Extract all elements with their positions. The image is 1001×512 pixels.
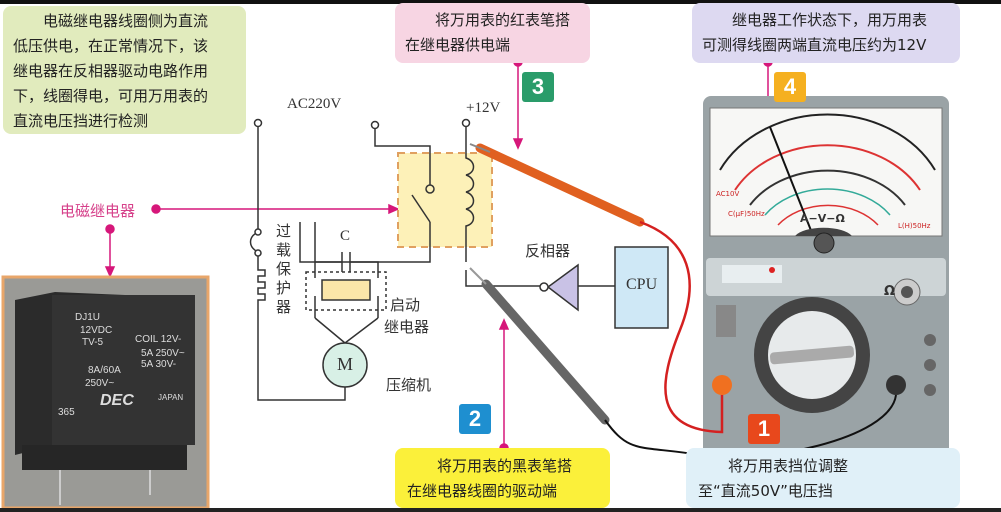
motor-symbol — [322, 342, 368, 388]
step3-note: 将万用表的红表笔搭 在继电器供电端 — [395, 3, 590, 63]
svg-text:DEC: DEC — [100, 392, 134, 409]
inverter-symbol — [546, 263, 579, 312]
svg-text:365: 365 — [58, 407, 75, 418]
motor-symbol-label: M — [337, 354, 354, 374]
start-relay-label-2: 继电器 — [384, 318, 430, 336]
step-badge-4: 4 — [774, 72, 806, 102]
note-line: 继电器工作状态下，用万用表 — [732, 11, 928, 29]
start-relay-dashed-box — [305, 271, 387, 311]
relay-symbol-box — [397, 152, 493, 248]
note-line: 电磁继电器线圈侧为直流 — [43, 12, 209, 30]
compressor-label: 压缩机 — [386, 376, 432, 394]
step4-note: 继电器工作状态下，用万用表 可测得线圈两端直流电压约为12V — [692, 3, 960, 63]
circuit-wires — [249, 118, 615, 401]
start-relay-element — [321, 279, 371, 301]
ac220v-label: AC220V — [287, 96, 342, 112]
note-line: 可测得线圈两端直流电压约为12V — [702, 36, 927, 54]
note-line: 继电器在反相器驱动电路作用 — [13, 62, 209, 80]
step-badge-2: 2 — [459, 404, 491, 434]
svg-text:5A 250V~: 5A 250V~ — [141, 348, 185, 359]
step-badge-1: 1 — [748, 414, 780, 444]
meter-ind-label: L(H)50Hz — [898, 222, 931, 230]
svg-text:TV-5: TV-5 — [82, 337, 104, 348]
note-line: 在继电器供电端 — [405, 36, 511, 54]
top-border — [0, 0, 1001, 4]
note-line: 至“直流50V”电压挡 — [698, 482, 833, 500]
svg-text:8A/60A: 8A/60A — [88, 365, 121, 376]
note-line: 将万用表的黑表笔搭 — [437, 457, 573, 475]
dc12v-label: +12V — [466, 100, 501, 116]
svg-text:JAPAN: JAPAN — [158, 393, 183, 402]
svg-text:DJ1U: DJ1U — [75, 312, 100, 323]
ohm-adjust-label: Ω — [884, 284, 896, 299]
note-line: 低压供电，在正常情况下，该 — [13, 37, 209, 55]
relay-label: 电磁继电器 — [60, 202, 136, 220]
red-probe — [469, 143, 724, 434]
note-line: 将万用表挡位调整 — [728, 457, 849, 475]
note-line: 将万用表的红表笔搭 — [435, 11, 571, 29]
step2-note: 将万用表的黑表笔搭 在继电器线圈的驱动端 — [395, 448, 610, 508]
meter-cap-label: C(μF)50Hz — [728, 210, 765, 218]
relay-description-note: 电磁继电器线圈侧为直流 低压供电，在正常情况下，该 继电器在反相器驱动电路作用 … — [3, 6, 246, 134]
meter-scale-label: A−V−Ω — [800, 212, 845, 225]
svg-text:12VDC: 12VDC — [80, 325, 112, 336]
start-relay-label-1: 启动 — [390, 296, 421, 314]
overload-protector-label: 过载保护器 — [276, 222, 292, 316]
cpu-label: CPU — [626, 276, 658, 293]
inverter-label: 反相器 — [525, 242, 571, 260]
note-line: 直流电压挡进行检测 — [13, 112, 149, 130]
step-badge-3: 3 — [522, 72, 554, 102]
meter-needle — [769, 126, 813, 234]
note-line: 在继电器线圈的驱动端 — [407, 482, 558, 500]
svg-text:5A 30V-: 5A 30V- — [141, 359, 176, 370]
svg-text:COIL 12V-: COIL 12V- — [135, 334, 181, 345]
note-line: 下，线圈得电，可用万用表的 — [13, 87, 209, 105]
meter-ac-label: AC10V — [716, 190, 740, 198]
step1-note: 将万用表挡位调整 至“直流50V”电压挡 — [686, 448, 960, 508]
svg-text:250V~: 250V~ — [85, 378, 114, 389]
multimeter — [703, 96, 949, 456]
cpu-box — [614, 246, 669, 329]
bottom-border — [0, 508, 1001, 512]
capacitor-label: C — [340, 228, 351, 244]
